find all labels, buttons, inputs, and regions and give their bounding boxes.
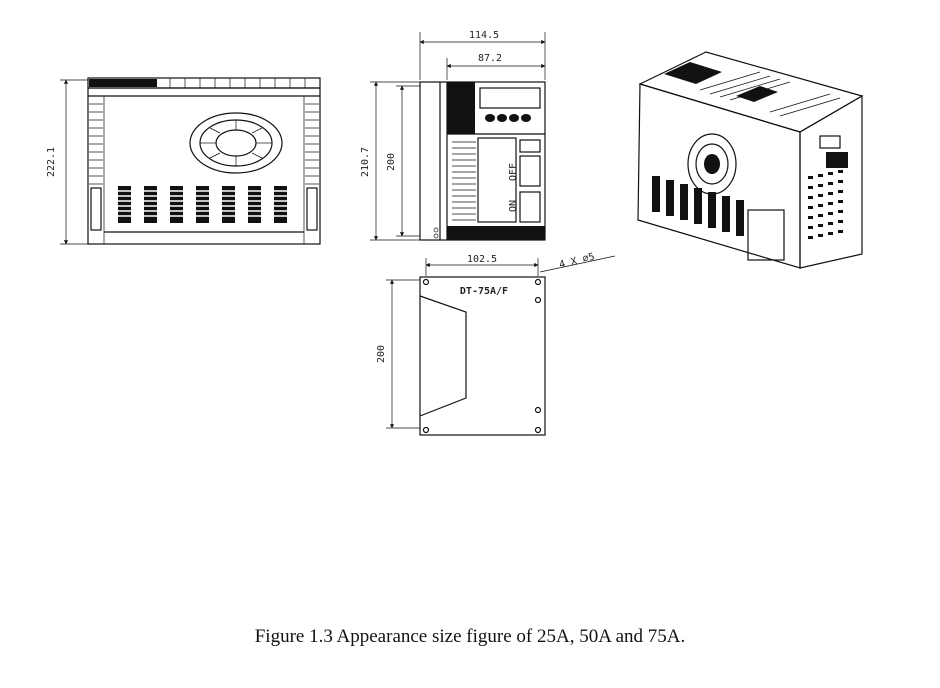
side-width-body-label: 87.2: [478, 53, 502, 64]
mount-height-label: 200: [376, 345, 387, 363]
side-width-total-label: 114.5: [469, 30, 499, 41]
isometric-view: [637, 51, 864, 269]
iso-top-terminals: [699, 71, 841, 117]
side-housing-outline: [419, 81, 546, 241]
mount-plate-outline: [419, 276, 546, 436]
side-cover-panel: [477, 137, 517, 223]
iso-side-vents: [808, 170, 843, 239]
mount-heatsink-profile: [419, 295, 467, 417]
mount-holes: [422, 278, 542, 434]
mount-view: 102.5 4 X ∅5 200 DT-75A/F: [376, 251, 616, 436]
side-height-total-label: 210.7: [360, 147, 371, 177]
mount-hole-label: 4 X ∅5: [558, 251, 596, 270]
front-view: 222.1: [46, 77, 321, 245]
front-vent-slots: [118, 186, 287, 223]
side-vent-grille: [452, 141, 476, 221]
side-view: 114.5 87.2 210.7 200: [360, 30, 546, 241]
switch-block: [519, 139, 541, 153]
iso-display: [819, 135, 841, 149]
switch-label-on: ON: [508, 200, 519, 212]
keypad-display: [479, 87, 541, 109]
side-height-body-label: 200: [386, 153, 397, 171]
figure-caption: Figure 1.3 Appearance size figure of 25A…: [254, 626, 686, 647]
switch-label-off: OFF: [508, 163, 519, 181]
connector-lower: [519, 191, 541, 223]
front-fan: [189, 112, 283, 174]
front-right-fins: [305, 103, 319, 185]
front-left-fins: [89, 103, 103, 185]
iso-fan: [687, 133, 737, 195]
keypad-buttons: [485, 114, 531, 122]
iso-vent-slots: [652, 176, 744, 236]
connector-upper: [519, 155, 541, 187]
front-height-label: 222.1: [46, 147, 57, 177]
mount-width-label: 102.5: [467, 254, 497, 265]
mount-model-label: DT-75A/F: [460, 286, 508, 297]
